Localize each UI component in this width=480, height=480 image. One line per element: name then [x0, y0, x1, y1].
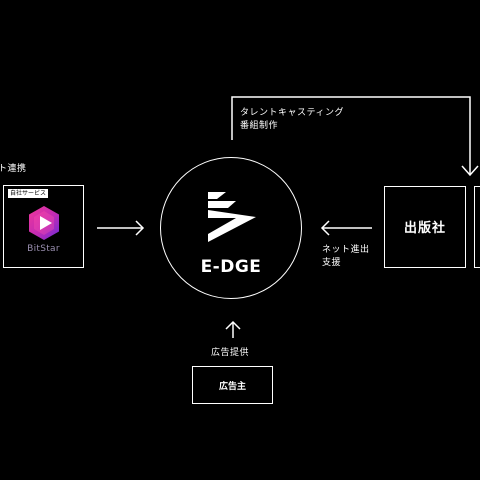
- bitstar-name: BitStar: [27, 244, 60, 254]
- bitstar-node: 自社サービス BitStar: [3, 185, 84, 268]
- net-support-label: ネット進出 支援: [322, 244, 370, 270]
- publisher-node: 出版社: [384, 186, 466, 268]
- publisher-label: 出版社: [403, 221, 446, 236]
- bitstar-logo-icon: [29, 206, 59, 240]
- casting-label-line2: 番組制作: [240, 121, 279, 131]
- arrow-advertiser-to-edge: [225, 320, 241, 338]
- casting-label: タレントキャスティング 番組制作: [240, 107, 344, 133]
- edge-logo-icon: [208, 192, 256, 242]
- net-support-label-line1: ネット進出: [322, 245, 370, 255]
- arrow-bitstar-to-edge: [97, 220, 145, 236]
- edge-name: E-DGE: [200, 257, 262, 277]
- in-house-service-tag: 自社サービス: [8, 189, 49, 198]
- ad-label: 広告提供: [211, 348, 250, 358]
- bitstar-section-label: ト連携: [0, 164, 27, 174]
- arrow-publisher-to-edge: [320, 220, 372, 236]
- arrow-edge-to-publisher: [231, 96, 479, 177]
- advertiser-label: 広告主: [218, 382, 246, 392]
- cropped-node: [474, 186, 480, 268]
- net-support-label-line2: 支援: [322, 258, 342, 268]
- edge-node: E-DGE: [160, 157, 302, 299]
- casting-label-line1: タレントキャスティング: [240, 108, 344, 118]
- advertiser-node: 広告主: [192, 366, 273, 404]
